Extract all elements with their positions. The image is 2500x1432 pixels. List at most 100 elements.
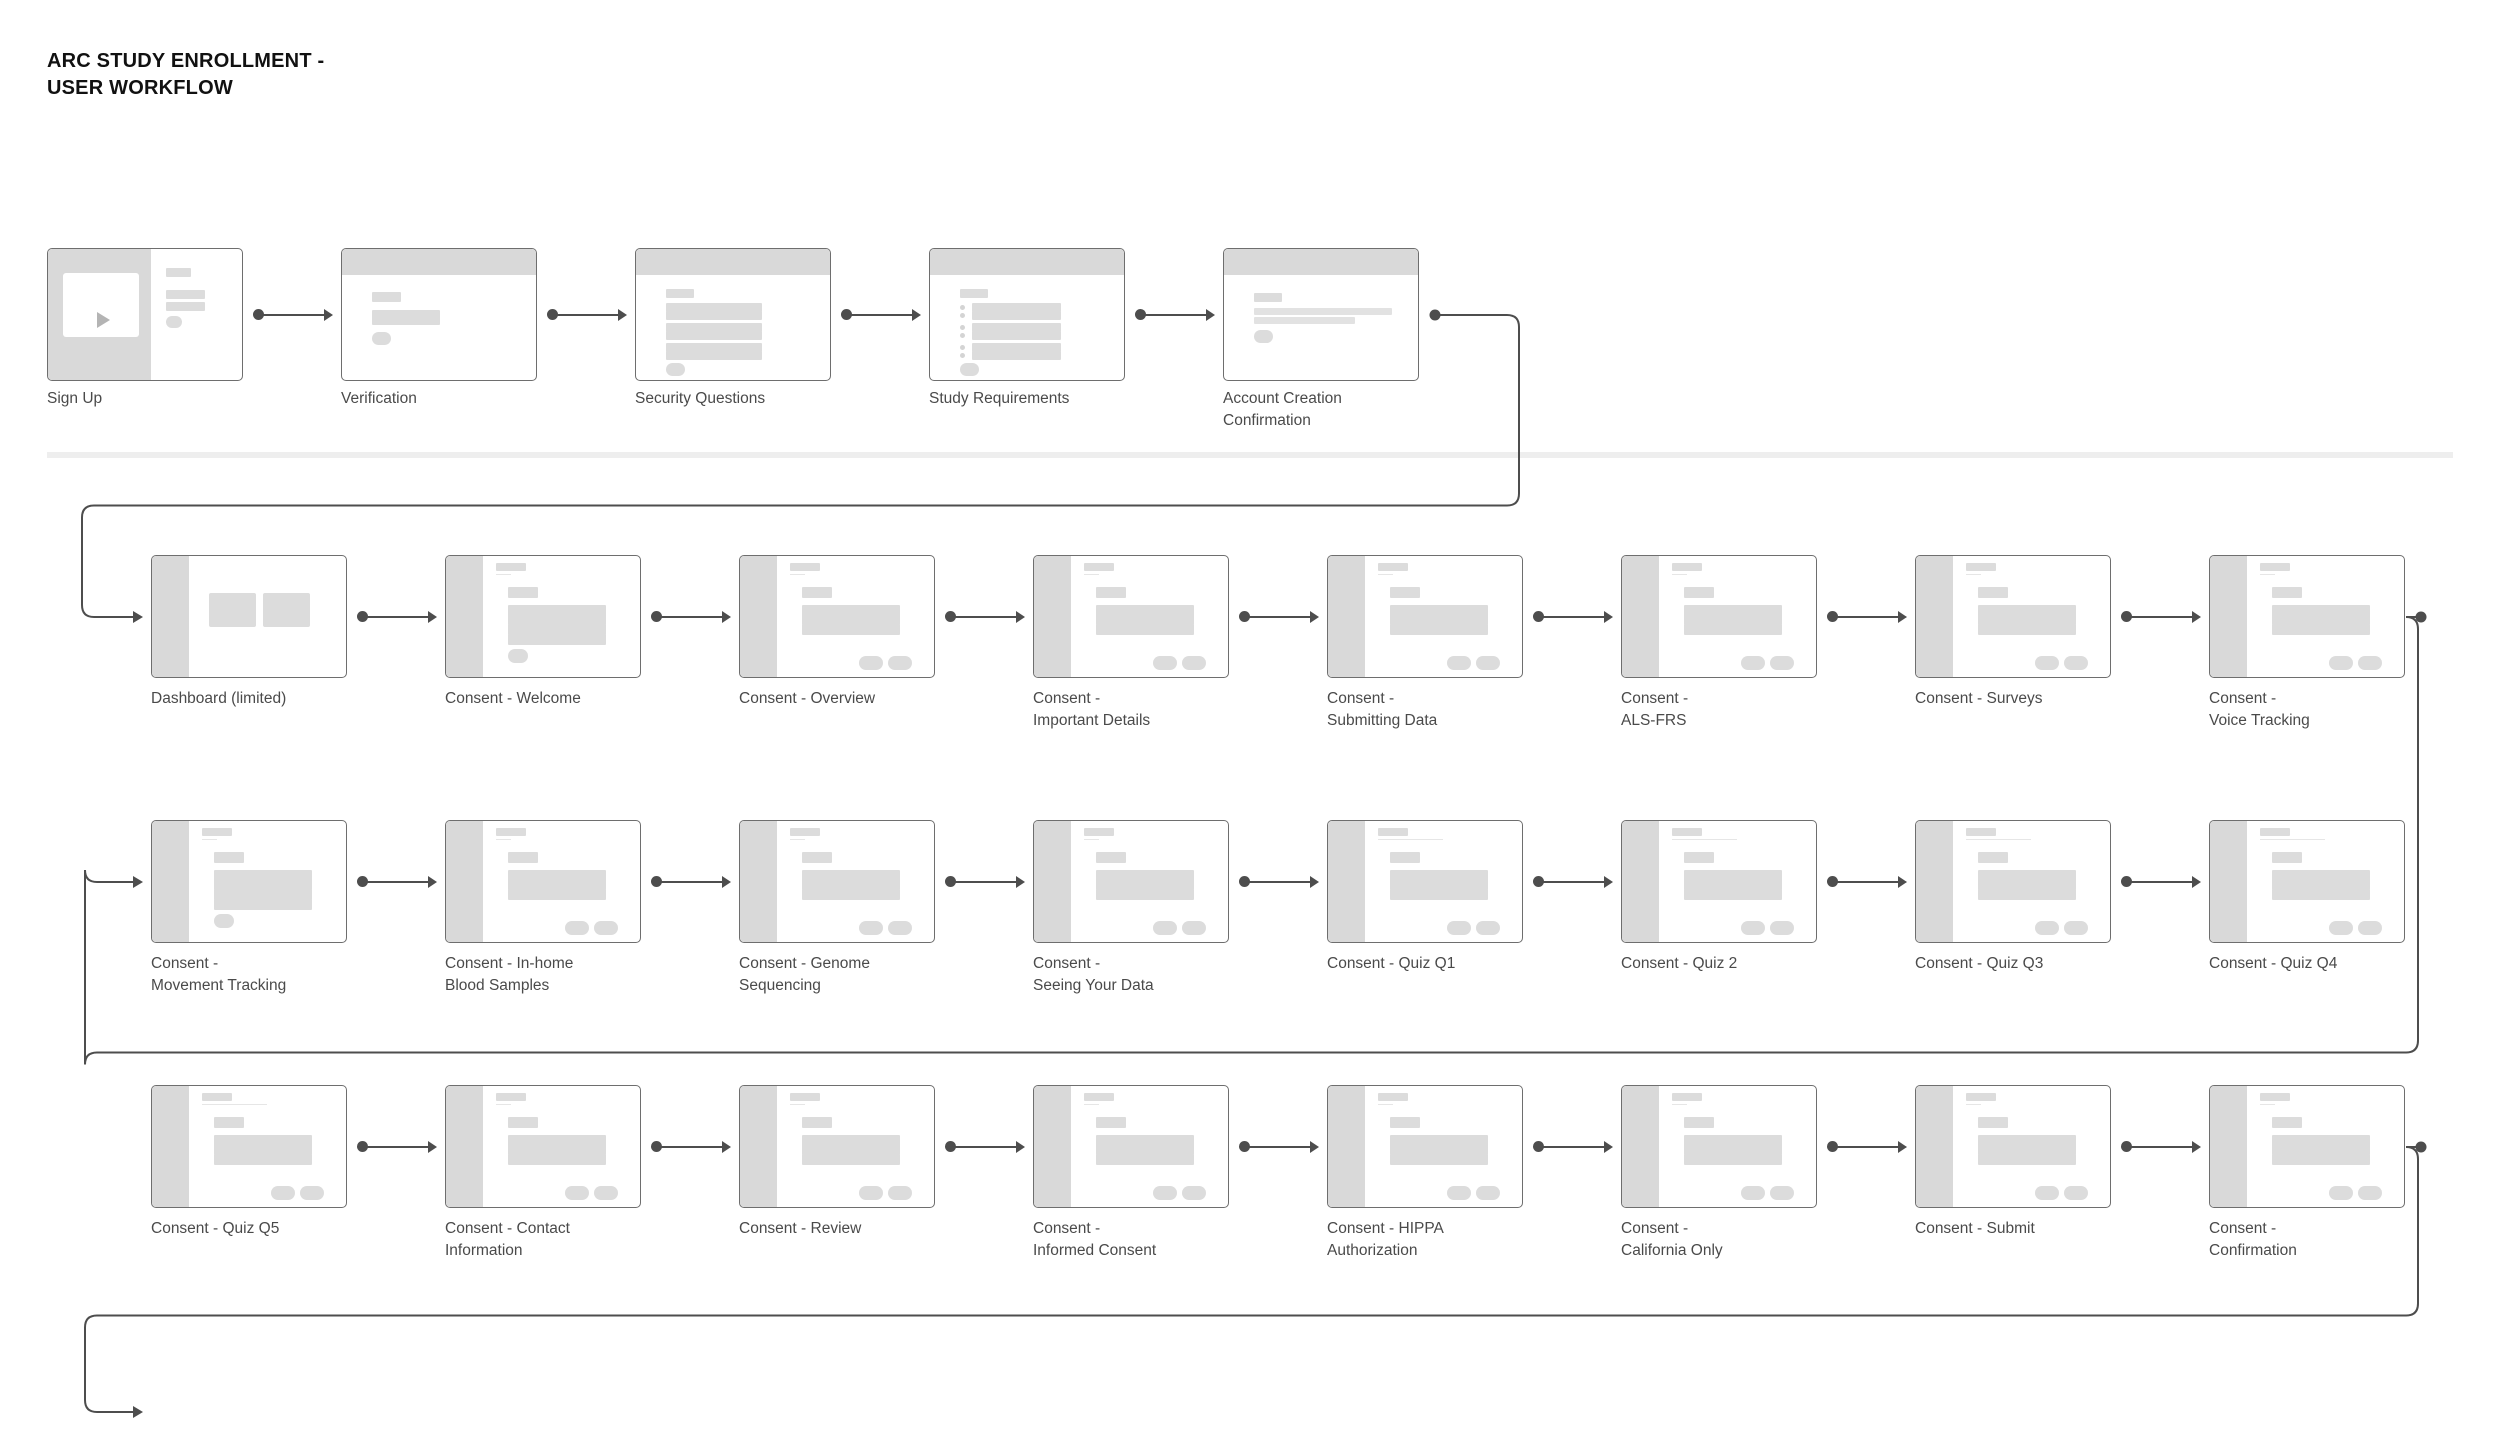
flow-arrow — [651, 875, 731, 889]
wireframe-text-line — [2271, 1154, 2370, 1166]
wireframe-card[interactable] — [635, 248, 831, 381]
flow-arrow — [841, 308, 921, 322]
wireframe-text-line — [1389, 624, 1488, 636]
arrow-line — [367, 1145, 429, 1148]
wireframe-title-bar — [1377, 827, 1409, 836]
workflow-node-account-setup-0: Sign Up — [47, 248, 243, 407]
wireframe-card[interactable] — [2209, 820, 2405, 943]
wireframe-card[interactable] — [739, 1085, 935, 1208]
wireframe-card[interactable] — [151, 555, 347, 678]
wireframe-text-line — [972, 350, 1062, 360]
wireframe-card[interactable] — [739, 555, 935, 678]
wireframe-card[interactable] — [739, 820, 935, 943]
wireframe-card[interactable] — [1621, 820, 1817, 943]
wireframe-text-line — [1977, 624, 2076, 636]
wireframe-sidebar — [1622, 821, 1659, 942]
arrow-line — [1249, 1145, 1311, 1148]
wireframe-label-bar — [1977, 587, 2009, 599]
wireframe-sidebar — [1034, 1086, 1071, 1207]
wireframe-button-primary — [593, 1186, 619, 1201]
flow-arrow — [1827, 875, 1907, 889]
wireframe-label-bar — [2271, 587, 2303, 599]
wireframe-card[interactable] — [1327, 1085, 1523, 1208]
wireframe-button-secondary — [858, 1186, 884, 1201]
wireframe-card[interactable] — [47, 248, 243, 381]
wireframe-card[interactable] — [341, 248, 537, 381]
workflow-node-consent-part-1-7: Consent - Voice Tracking — [2209, 555, 2405, 729]
wireframe-card[interactable] — [2209, 1085, 2405, 1208]
arrow-line — [955, 1145, 1017, 1148]
wireframe-sidebar — [2210, 1086, 2247, 1207]
workflow-node-consent-part-3-0: Consent - Quiz Q5 — [151, 1085, 347, 1237]
wireframe-bullet-dot — [960, 352, 966, 358]
wireframe-header-bar — [930, 249, 1124, 275]
arrow-head-icon — [1310, 1140, 1319, 1153]
workflow-node-consent-part-2-0: Consent - Movement Tracking — [151, 820, 347, 994]
workflow-node-consent-part-3-2: Consent - Review — [739, 1085, 935, 1237]
wireframe-card[interactable] — [1223, 248, 1419, 381]
connector-start-dot — [2415, 1141, 2427, 1152]
wireframe-card[interactable] — [1033, 820, 1229, 943]
wireframe-label-bar — [1683, 852, 1715, 864]
wireframe-text-line — [1254, 317, 1356, 325]
wireframe-card[interactable] — [151, 820, 347, 943]
wireframe-card[interactable] — [1033, 555, 1229, 678]
wireframe-card[interactable] — [445, 1085, 641, 1208]
flow-arrow — [1533, 875, 1613, 889]
wireframe-title-bar — [789, 1092, 821, 1101]
wireframe-text-line — [1977, 1154, 2076, 1166]
wireframe-title-bar — [1083, 827, 1115, 836]
wireframe-card[interactable] — [1915, 555, 2111, 678]
wireframe-card[interactable] — [445, 555, 641, 678]
arrow-line — [1837, 880, 1899, 883]
workflow-node-consent-part-2-3: Consent - Seeing Your Data — [1033, 820, 1229, 994]
wireframe-text-line — [666, 350, 763, 360]
wireframe-label-bar — [960, 288, 988, 298]
arrow-line — [367, 615, 429, 618]
wireframe-button-secondary — [1446, 1186, 1472, 1201]
page-title: ARC STUDY ENROLLMENT - USER WORKFLOW — [47, 50, 325, 99]
node-caption: Consent - Quiz Q5 — [151, 1220, 280, 1237]
wireframe-sidebar — [1034, 556, 1071, 677]
wireframe-button-primary — [2063, 1186, 2089, 1201]
wireframe-label-bar — [507, 852, 539, 864]
wireframe-label-bar — [1683, 587, 1715, 599]
arrow-line — [2131, 615, 2193, 618]
wireframe-card[interactable] — [1327, 555, 1523, 678]
arrow-line — [661, 880, 723, 883]
wireframe-card[interactable] — [1621, 555, 1817, 678]
wireframe-progress-rule — [1083, 573, 1099, 576]
node-caption: Consent - Quiz Q4 — [2209, 955, 2338, 972]
arrow-line — [955, 880, 1017, 883]
wireframe-button — [1254, 330, 1273, 344]
wireframe-card[interactable] — [1915, 1085, 2111, 1208]
wireframe-card[interactable] — [1033, 1085, 1229, 1208]
wireframe-card[interactable] — [2209, 555, 2405, 678]
wireframe-card[interactable] — [445, 820, 641, 943]
wireframe-progress-rule — [1083, 1103, 1099, 1106]
wireframe-card[interactable] — [151, 1085, 347, 1208]
wireframe-progress-rule — [1965, 838, 2031, 841]
node-caption: Sign Up — [47, 390, 103, 407]
wireframe-card[interactable] — [929, 248, 1125, 381]
wireframe-text-line — [1095, 624, 1194, 636]
arrow-line — [1543, 880, 1605, 883]
wireframe-progress-rule — [789, 1103, 805, 1106]
wireframe-text-line — [972, 302, 1062, 312]
flow-arrow — [1239, 875, 1319, 889]
arrow-head-icon — [912, 308, 921, 321]
arrow-head-icon — [722, 875, 731, 888]
node-caption: Consent - Movement Tracking — [151, 955, 287, 994]
workflow-node-account-setup-2: Security Questions — [635, 248, 831, 407]
wireframe-card[interactable] — [1621, 1085, 1817, 1208]
arrow-line — [2131, 880, 2193, 883]
wireframe-title-bar — [1965, 562, 1997, 571]
flow-arrow — [945, 875, 1025, 889]
wireframe-card[interactable] — [1915, 820, 2111, 943]
wireframe-text-line — [1389, 1134, 1488, 1146]
wireframe-sidebar — [1916, 556, 1953, 677]
wireframe-card[interactable] — [1327, 820, 1523, 943]
wireframe-button-primary — [1181, 921, 1207, 936]
arrow-head-icon — [1604, 1140, 1613, 1153]
workflow-node-consent-part-3-4: Consent - HIPPA Authorization — [1327, 1085, 1523, 1259]
